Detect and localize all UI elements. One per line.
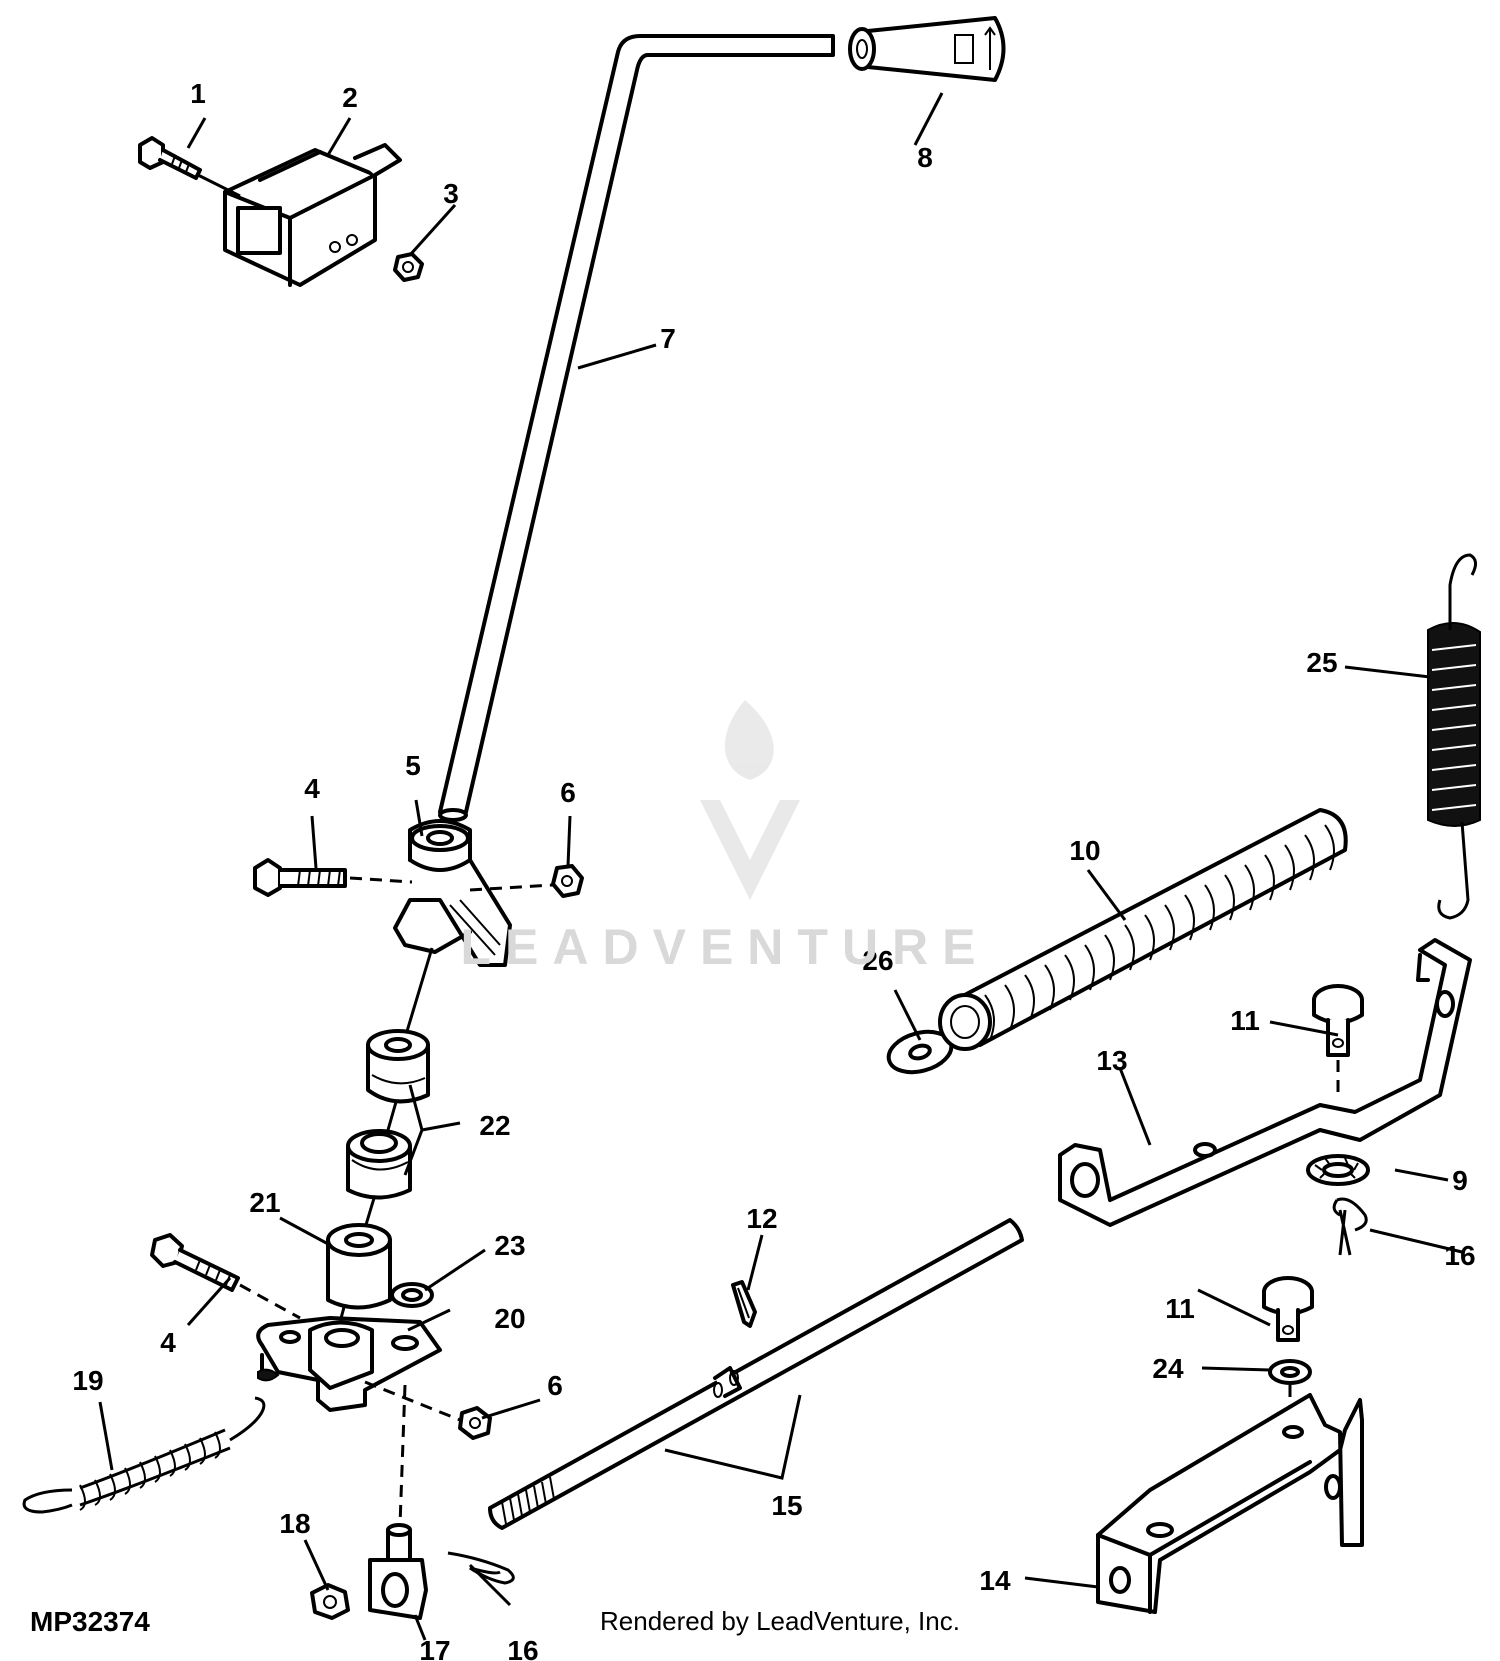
label-part-9: 9 xyxy=(1452,1165,1468,1196)
label-part-4-lower: 4 xyxy=(160,1327,176,1358)
label-part-17: 17 xyxy=(419,1635,450,1661)
part-22-bushing-lower xyxy=(346,1129,412,1200)
part-21-spacer xyxy=(326,1223,392,1310)
figure-code: MP32374 xyxy=(30,1606,150,1637)
label-part-3: 3 xyxy=(443,178,459,209)
render-credit: Rendered by LeadVenture, Inc. xyxy=(600,1606,960,1636)
label-part-19: 19 xyxy=(72,1365,103,1396)
label-part-22: 22 xyxy=(479,1110,510,1141)
label-part-21: 21 xyxy=(249,1187,280,1218)
leadventure-logo-watermark xyxy=(700,700,800,900)
clevis-axis-line xyxy=(398,1384,407,1526)
label-part-11-upper: 11 xyxy=(1230,1005,1260,1036)
part-3-nut xyxy=(393,252,424,282)
part-22-bushing-upper xyxy=(366,1029,430,1104)
label-part-5: 5 xyxy=(405,750,421,781)
label-part-6-lower: 6 xyxy=(547,1370,563,1401)
part-13-bracket xyxy=(1058,938,1472,1227)
label-part-2: 2 xyxy=(342,82,358,113)
part-8-knob xyxy=(848,16,1006,82)
label-part-24: 24 xyxy=(1152,1353,1184,1384)
label-part-7: 7 xyxy=(660,323,676,354)
bolt-axis-line-upper xyxy=(349,876,554,892)
label-part-11-lower: 11 xyxy=(1165,1293,1195,1324)
part-19-spring xyxy=(22,1396,266,1514)
part-11-clevis-pin-lower xyxy=(1262,1276,1314,1342)
part-4-bolt-upper xyxy=(253,858,347,897)
label-part-16-lower: 16 xyxy=(507,1635,538,1661)
label-part-1: 1 xyxy=(190,78,206,109)
part-26-washer xyxy=(886,1029,954,1075)
part-11-clevis-pin-upper xyxy=(1312,984,1364,1100)
part-15-threaded-rod xyxy=(488,1218,1024,1530)
part-6-nut-lower xyxy=(458,1406,492,1440)
part-20-plate-bracket xyxy=(256,1316,442,1412)
part-16-hairpin-clip-lower xyxy=(447,1551,515,1585)
leader-lines xyxy=(98,92,1463,1641)
label-part-12: 12 xyxy=(746,1203,777,1234)
label-part-4-upper: 4 xyxy=(304,773,320,804)
label-part-26: 26 xyxy=(862,945,893,976)
assembly-axis-line xyxy=(338,947,434,1323)
label-part-23: 23 xyxy=(494,1230,525,1261)
label-part-14: 14 xyxy=(979,1565,1011,1596)
label-part-18: 18 xyxy=(279,1508,310,1539)
label-part-10: 10 xyxy=(1069,835,1100,866)
part-5-lever-bracket xyxy=(393,819,512,967)
label-part-15: 15 xyxy=(771,1490,802,1521)
label-part-25: 25 xyxy=(1306,647,1337,678)
part-9-lock-washer xyxy=(1306,1154,1370,1186)
part-7-shift-rod xyxy=(438,34,835,822)
part-18-nut xyxy=(310,1583,350,1620)
label-part-20: 20 xyxy=(494,1303,525,1334)
label-part-8: 8 xyxy=(917,142,933,173)
part-25-extension-spring xyxy=(1427,553,1481,920)
part-14-l-bracket xyxy=(1096,1393,1364,1614)
part-1-bolt xyxy=(138,136,241,198)
part-4-bolt-lower xyxy=(150,1233,240,1292)
part-17-clevis xyxy=(368,1523,428,1620)
part-23-washer xyxy=(390,1282,434,1308)
part-12-cotter-pin xyxy=(731,1280,757,1328)
watermark-text: LEADVENTURE xyxy=(460,919,990,975)
label-part-13: 13 xyxy=(1096,1045,1127,1076)
part-6-nut-upper xyxy=(551,864,584,898)
bolt-axis-line-lower xyxy=(239,1283,461,1422)
callout-labels: 1 2 3 7 8 4 5 6 10 25 26 11 13 9 16 22 2… xyxy=(72,78,1475,1661)
part-2-receiver-block xyxy=(223,143,402,287)
part-10-compression-spring xyxy=(938,808,1348,1051)
label-part-6-upper: 6 xyxy=(560,777,576,808)
part-16-hairpin-clip-upper xyxy=(1332,1197,1368,1256)
label-part-16-upper: 16 xyxy=(1444,1240,1475,1271)
